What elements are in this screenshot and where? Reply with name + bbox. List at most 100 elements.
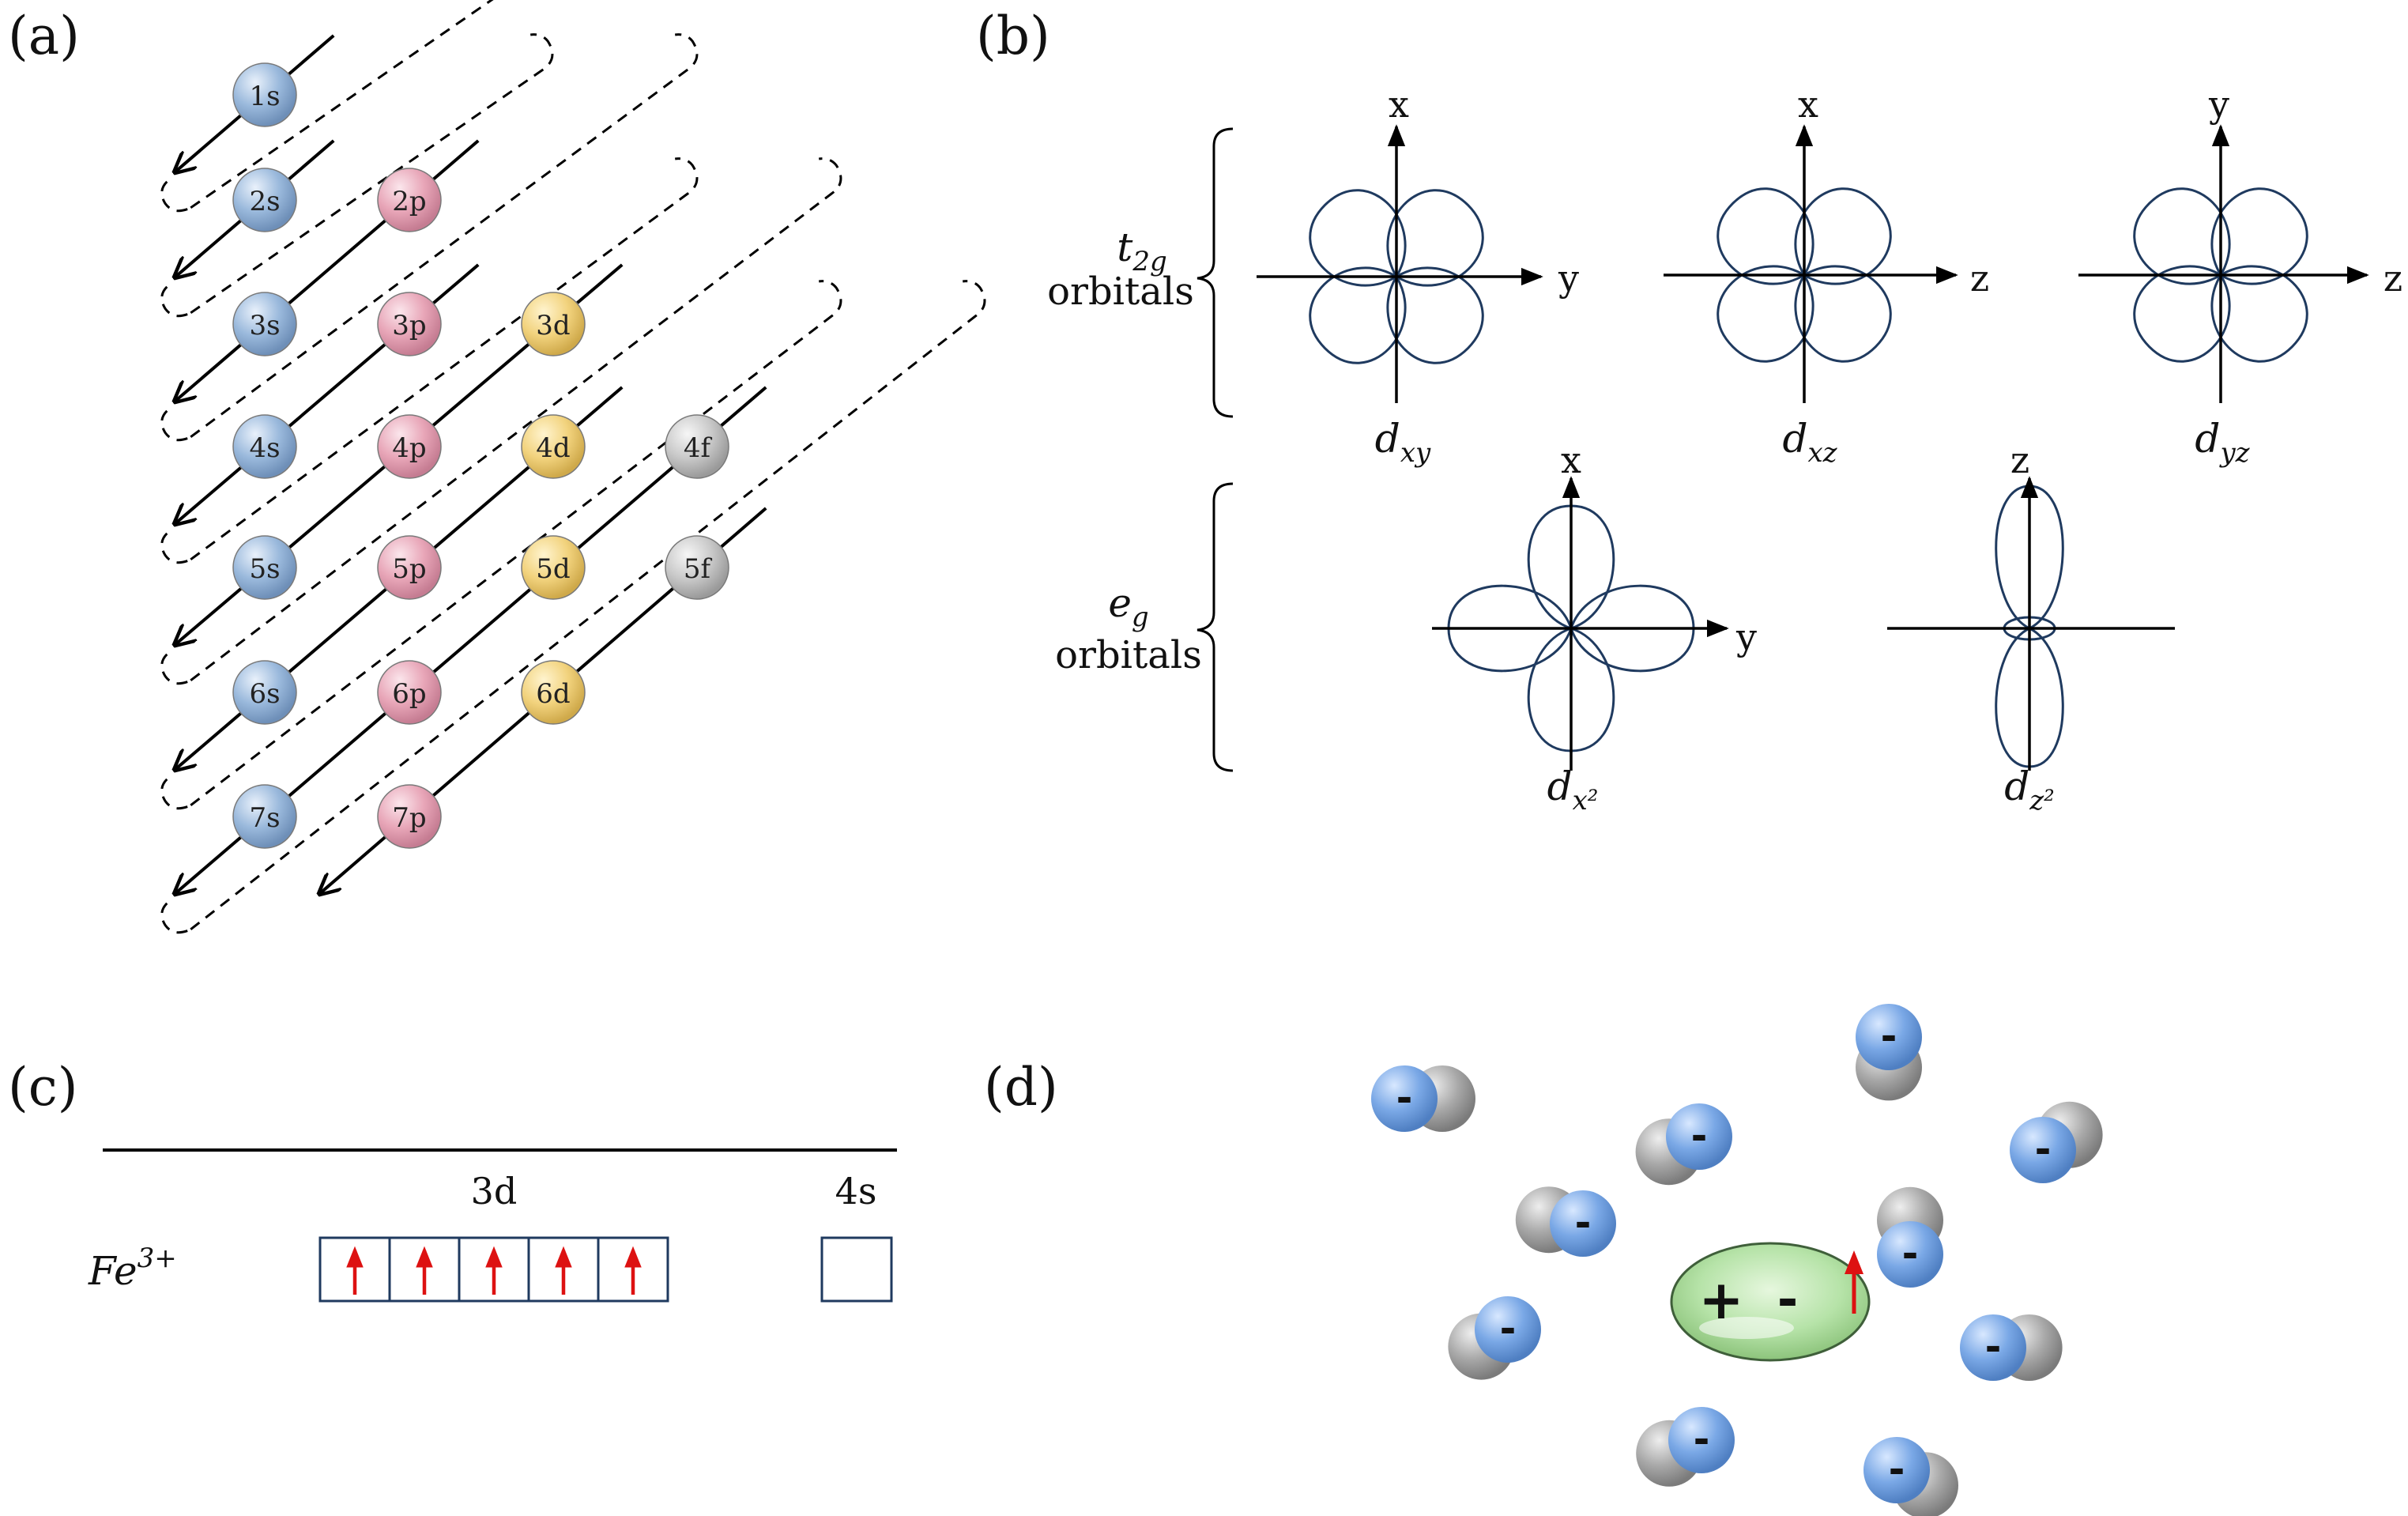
t2g-group-label: t2g <box>1117 224 1167 277</box>
filling-order-return <box>160 280 842 810</box>
ligand-minus-sign: - <box>1985 1324 2002 1370</box>
orbital-sphere-2p: 2p <box>377 168 442 232</box>
orbital-sphere-4s: 4s <box>232 414 297 479</box>
orbital-sphere-5p: 5p <box>377 535 442 600</box>
ligand-charged-atom <box>2010 1117 2076 1183</box>
orbital-lobe <box>1794 265 1892 363</box>
orbital-sphere-3d: 3d <box>521 292 586 356</box>
ligand-dipole: - <box>1863 1437 1958 1516</box>
orbital-sphere-label: 3d <box>536 310 570 341</box>
orbital-sphere-body <box>521 292 586 356</box>
dxz-orbital: x z dxz <box>1664 83 1989 469</box>
orbital-sphere-5s: 5s <box>232 535 297 600</box>
dx2-horizontal-axis-label: y <box>1735 616 1757 658</box>
ligand-charged-atom <box>1863 1437 1930 1503</box>
dx2-orbital: x y dx² <box>1432 439 1757 816</box>
eg-group-label: eg <box>1108 580 1148 633</box>
orbital-lobe <box>1309 266 1407 364</box>
ligand-charged-atom <box>1877 1221 1943 1288</box>
ligand-minus-sign: - <box>2035 1126 2052 1172</box>
filling-order-return <box>160 280 986 934</box>
ligand-dipole: - <box>1877 1186 1943 1288</box>
ligand-minus-sign: - <box>1691 1113 1708 1159</box>
orbital-lobe <box>1386 266 1484 364</box>
dz2-orbital: z dz² <box>1887 439 2175 816</box>
panel-label-b: (b) <box>976 6 1050 66</box>
dx2-vertical-axis-label: x <box>1561 439 1581 481</box>
orbital-sphere-label: 6p <box>392 678 426 710</box>
orbital-lobe <box>1717 187 1814 285</box>
orbital-sphere-label: 1s <box>249 81 280 112</box>
ligand-charged-atom <box>1668 1407 1735 1473</box>
panel-label-d: (d) <box>984 1057 1058 1118</box>
ligand-dipole: - <box>1448 1296 1541 1380</box>
orbital-sphere-label: 2p <box>392 186 426 217</box>
orbital-sphere-label: 7p <box>392 802 426 834</box>
orbital-sphere-1s: 1s <box>232 62 297 127</box>
box-3d-orbital <box>597 1236 669 1303</box>
orbital-sphere-7s: 7s <box>232 784 297 849</box>
filling-order-return <box>160 157 699 564</box>
orbital-sphere-body <box>377 660 442 725</box>
orbital-sphere-body <box>377 784 442 849</box>
orbital-sphere-3s: 3s <box>232 292 297 356</box>
dxy-orbital: x y dxy <box>1257 83 1579 469</box>
orbital-sphere-label: 6s <box>249 678 280 710</box>
orbital-lobe <box>1386 189 1484 287</box>
ligand-dipole: - <box>1635 1103 1732 1186</box>
orbital-sphere-body <box>521 535 586 600</box>
box-4s-orbital <box>820 1236 893 1303</box>
t2g-orbitals-word: orbitals <box>1047 270 1194 314</box>
filling-order-return <box>160 157 842 685</box>
orbital-sphere-label: 5f <box>684 553 713 585</box>
ligand-dipole: - <box>1636 1407 1735 1487</box>
ligand-minus-sign: - <box>1396 1075 1413 1121</box>
orbital-lobe <box>2133 265 2231 363</box>
dxy-label: dxy <box>1375 416 1431 469</box>
orbital-sphere-6d: 6d <box>521 660 586 725</box>
filling-order-return <box>160 33 554 318</box>
subshell-4s-label: 4s <box>835 1170 877 1212</box>
ligand-dipoles: ---------- <box>1371 1004 2103 1516</box>
dxy-lobes <box>1309 189 1484 364</box>
orbital-lobe <box>2210 187 2308 285</box>
dyz-orbital: y z dyz <box>2078 83 2402 469</box>
orbital-sphere-4d: 4d <box>521 414 586 479</box>
ligand-minus-sign: - <box>1881 1013 1897 1059</box>
ligand-charged-atom <box>1371 1065 1438 1132</box>
orbital-sphere-body <box>232 62 297 127</box>
orbital-sphere-body <box>377 535 442 600</box>
dyz-vertical-axis-label: y <box>2208 83 2229 126</box>
subshell-3d-label: 3d <box>471 1170 518 1212</box>
orbital-sphere-4f: 4f <box>665 414 729 479</box>
dz2-label: dz² <box>2004 764 2055 816</box>
ligand-minus-sign: - <box>1575 1200 1592 1246</box>
orbital-lobe <box>2210 265 2308 363</box>
eg-brace <box>1196 482 1234 772</box>
panel-label-a: (a) <box>8 6 80 66</box>
orbital-sphere-body <box>665 535 729 600</box>
ligand-dipole: - <box>2010 1101 2103 1183</box>
orbital-sphere-5d: 5d <box>521 535 586 600</box>
orbital-sphere-body <box>665 414 729 479</box>
ligand-dipole: - <box>1856 1004 1922 1101</box>
dxz-horizontal-axis-label: z <box>1970 257 1989 300</box>
central-plus-sign: + <box>1699 1269 1744 1332</box>
ligand-dipole: - <box>1960 1314 2063 1381</box>
dyz-lobes <box>2133 187 2308 363</box>
filling-order-return <box>160 33 699 442</box>
ligand-charged-atom <box>1475 1296 1541 1363</box>
orbital-lobe <box>1717 265 1814 363</box>
orbital-sphere-body <box>232 414 297 479</box>
orbital-sphere-label: 4s <box>249 432 280 464</box>
orbital-sphere-4p: 4p <box>377 414 442 479</box>
orbital-sphere-7p: 7p <box>377 784 442 849</box>
orbital-sphere-body <box>521 660 586 725</box>
orbital-sphere-5f: 5f <box>665 535 729 600</box>
central-ion: + - <box>1670 1242 1871 1362</box>
orbital-sphere-label: 3p <box>392 310 426 341</box>
orbital-sphere-6p: 6p <box>377 660 442 725</box>
orbital-sphere-label: 3s <box>249 310 280 341</box>
